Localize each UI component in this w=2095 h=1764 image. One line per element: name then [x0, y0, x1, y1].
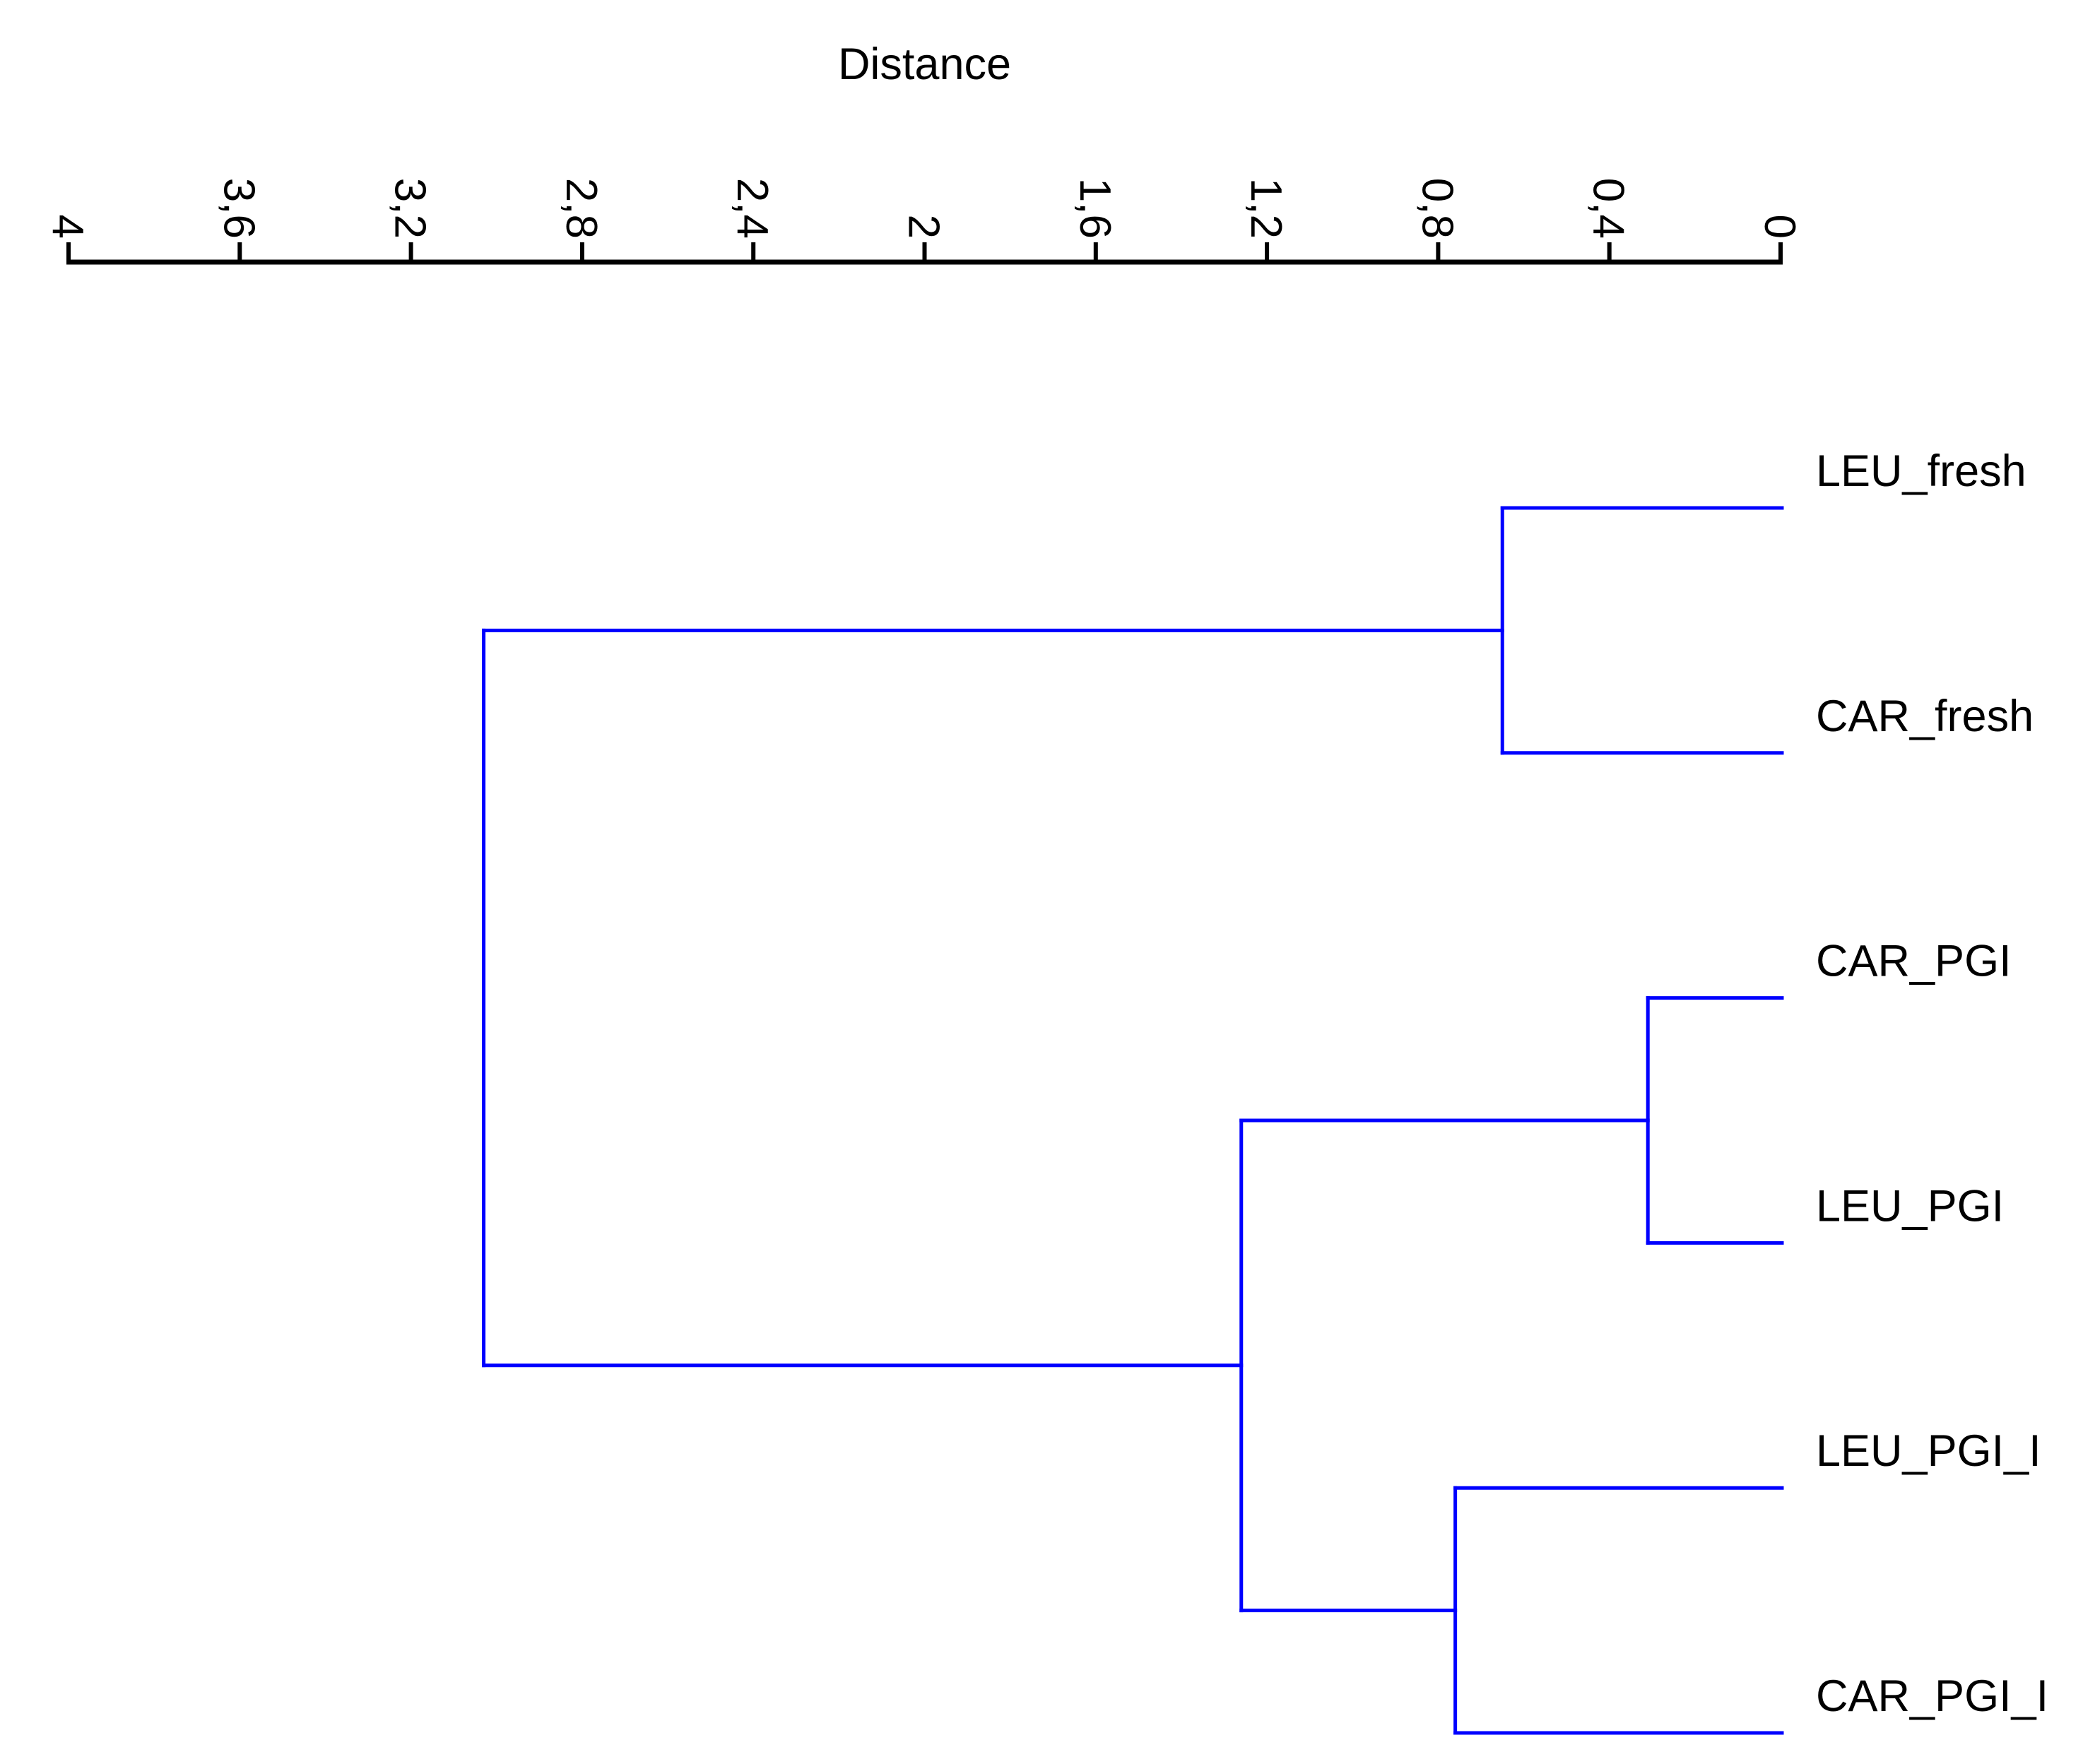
leaf-label: LEU_fresh — [1816, 446, 2026, 496]
axis-ticks: 4 3,6 3,2 2,8 2,4 2 1,6 1,2 0,8 0,4 0 — [43, 178, 1804, 262]
axis-tick-label: 2,4 — [728, 178, 777, 239]
dendrogram-links — [482, 506, 1784, 1735]
leaf-label: CAR_fresh — [1816, 692, 2034, 741]
axis-tick-label: 2 — [899, 215, 948, 239]
axis-tick-label: 4 — [43, 215, 92, 239]
axis-tick-label: 3,2 — [386, 178, 435, 239]
leaf-label: CAR_PGI — [1816, 937, 2012, 986]
axis-tick-label: 1,2 — [1241, 178, 1290, 239]
leaf-label: CAR_PGI_I — [1816, 1671, 2048, 1721]
leaf-label: LEU_PGI_I — [1816, 1426, 2041, 1476]
axis-tick-label: 0,4 — [1584, 178, 1633, 239]
axis-tick-label: 0 — [1755, 215, 1804, 239]
axis-tick-label: 1,6 — [1070, 178, 1119, 239]
axis-tick-label: 2,8 — [557, 178, 606, 239]
leaf-label: LEU_PGI — [1816, 1181, 2004, 1231]
axis-tick-label: 3,6 — [214, 178, 263, 239]
axis-title: Distance — [838, 40, 1011, 89]
axis-tick-label: 0,8 — [1412, 178, 1461, 239]
